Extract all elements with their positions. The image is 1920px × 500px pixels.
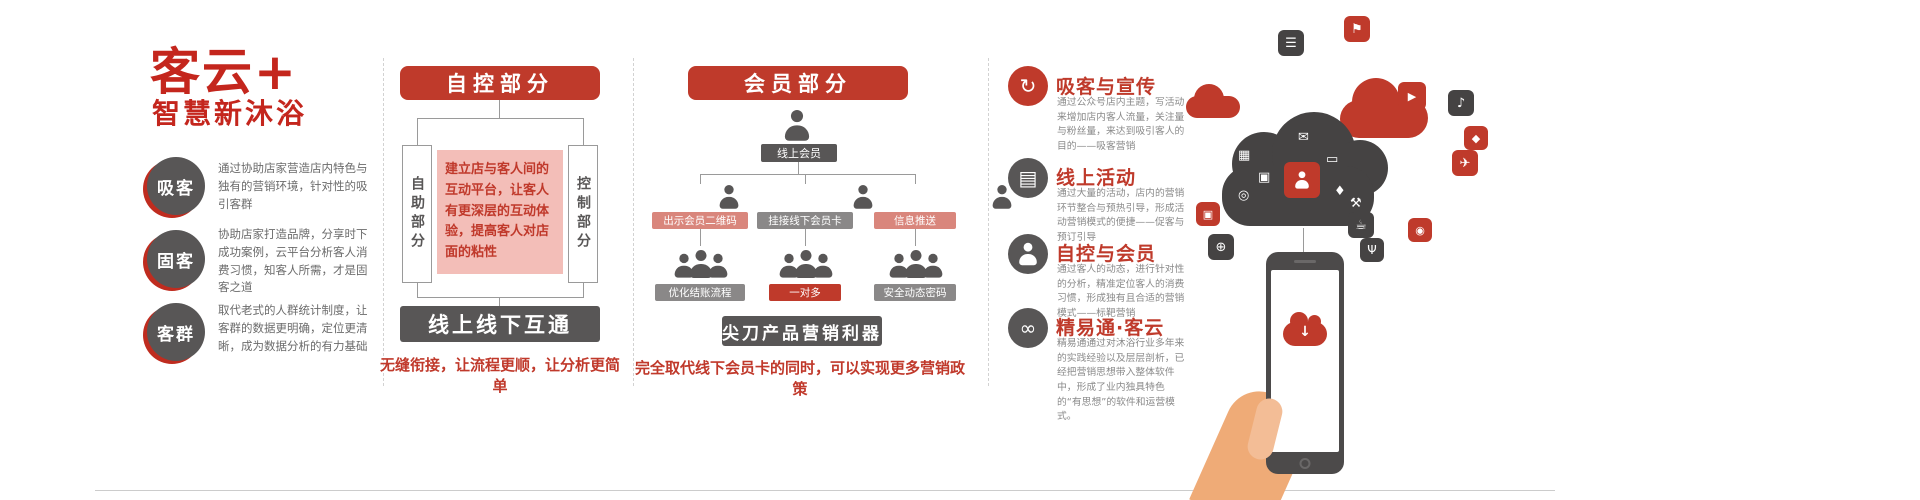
feature-title-jingyitong: 精易通·客云 xyxy=(1056,317,1165,339)
self-control-caption: 无缝衔接，让流程更顺，让分析更简单 xyxy=(380,356,621,395)
music-icon: ♪ xyxy=(1448,90,1474,116)
feature-title-attract: 吸客与宣传 xyxy=(1056,76,1157,98)
wrench-icon: ⚒ xyxy=(1350,196,1362,211)
member-person-icon xyxy=(992,185,1012,209)
people-group-icon xyxy=(777,250,835,278)
separator-line xyxy=(383,58,384,386)
feature-title-activity: 线上活动 xyxy=(1056,167,1137,189)
signal-icon: ◉ xyxy=(1408,218,1432,242)
self-service-box: 自助部分 xyxy=(402,145,432,283)
sync-icon: ↻ xyxy=(1008,66,1048,106)
flag-icon: ⚑ xyxy=(1344,16,1370,42)
briefcase-icon: ▣ xyxy=(1258,170,1271,185)
sub-one-to-many-label: 一对多 xyxy=(769,284,841,301)
control-part-box: 控制部分 xyxy=(568,145,598,283)
basket-icon: ▦ xyxy=(1238,148,1251,163)
brand-logo: 客云+ xyxy=(150,43,298,101)
connector-line xyxy=(915,174,916,184)
connector-line xyxy=(583,118,584,145)
connector-line xyxy=(700,174,915,175)
link-icon: ∞ xyxy=(1008,308,1048,348)
connector-line xyxy=(417,283,418,297)
connector-line xyxy=(805,229,806,246)
sub-checkout-label: 优化结账流程 xyxy=(655,284,745,301)
feature-text-activity: 通过大量的活动，店内的营销环节整合与预热引导，形成活动营销模式的便捷——促客与预… xyxy=(1057,188,1185,244)
mail-icon: ✉ xyxy=(1298,130,1309,145)
interaction-platform-text: 建立店与客人间的互动平台，让客人有更深层的互动体验，提高客人对店面的粘性 xyxy=(437,150,563,274)
audience-badge-retain: 固客 xyxy=(147,230,205,288)
smartphone: ↓ xyxy=(1266,252,1344,474)
connector-line xyxy=(700,229,701,246)
online-member-label: 线上会员 xyxy=(761,144,837,162)
search-icon: ◎ xyxy=(1238,188,1250,203)
separator-line xyxy=(633,58,634,386)
online-member-person-icon xyxy=(784,110,810,141)
car-icon: ◆ xyxy=(1464,126,1488,150)
book-icon: ☰ xyxy=(1278,30,1304,56)
card-icon: ▭ xyxy=(1326,152,1339,167)
connector-line xyxy=(805,174,806,184)
branch-card-label: 挂接线下会员卡 xyxy=(757,212,853,229)
cloud-download-icon: ↓ xyxy=(1283,312,1327,346)
audience-badge-attract: 吸客 xyxy=(147,157,205,215)
feature-text-attract: 通过公众号店内主题，写活动来增加店内客人流量，关注量与粉丝量，来达到吸引客人的目… xyxy=(1057,97,1185,153)
member-person-icon xyxy=(853,185,873,209)
audience-badge-group: 客群 xyxy=(147,303,205,361)
connector-line xyxy=(499,100,500,118)
globe-icon: ⊕ xyxy=(1208,234,1234,260)
audience-text-attract: 通过协助店家营造店内特色与独有的营销环境，针对性的吸引客群 xyxy=(218,161,368,211)
connector-line xyxy=(798,162,799,174)
branch-push-label: 信息推送 xyxy=(874,212,956,229)
connector-line xyxy=(417,118,418,145)
member-caption: 完全取代线下会员卡的同时，可以实现更多营销政策 xyxy=(634,359,965,398)
red-cloud-small xyxy=(1186,96,1240,118)
connector-line xyxy=(1303,228,1304,254)
fork-icon: Ψ xyxy=(1360,238,1384,262)
connector-line xyxy=(915,229,916,246)
camera-icon: ▣ xyxy=(1196,202,1220,226)
play-icon: ▶ xyxy=(1398,82,1426,110)
bottom-divider xyxy=(95,490,1555,491)
plane-icon: ✈ xyxy=(1452,150,1478,176)
people-group-icon xyxy=(672,250,730,278)
phone-screen: ↓ xyxy=(1271,270,1339,452)
marketing-weapon-box: 尖刀产品营销利器 xyxy=(722,316,882,346)
connector-line xyxy=(417,297,584,298)
connector-line xyxy=(417,118,584,119)
self-control-header: 自控部分 xyxy=(400,66,600,100)
coffee-icon: ☕ xyxy=(1348,212,1374,238)
phone-home-button xyxy=(1299,458,1311,469)
pin-icon: ♦ xyxy=(1334,184,1346,199)
separator-line xyxy=(988,58,989,386)
activity-list-icon: ▤ xyxy=(1008,158,1048,198)
people-group-icon xyxy=(887,250,945,278)
audience-text-retain: 协助店家打造品牌，分享时下成功案例，云平台分析客人消费习惯，知客人所需，才是固客… xyxy=(218,227,368,295)
connector-line xyxy=(583,283,584,297)
branch-qrcode-label: 出示会员二维码 xyxy=(652,212,748,229)
member-person-icon xyxy=(719,185,739,209)
member-header: 会员部分 xyxy=(688,66,908,100)
feature-text-control: 通过客人的动态，进行针对性的分析，精准定位客人的消费习惯，形成独有且合适的营销模… xyxy=(1057,264,1185,320)
member-user-icon xyxy=(1008,234,1048,274)
feature-title-control: 自控与会员 xyxy=(1056,243,1157,265)
online-offline-box: 线上线下互通 xyxy=(400,306,600,342)
feature-text-jingyitong: 精易通通过对沐浴行业多年来的实践经验以及层层剖析，已经把营销思想带入整体软件中，… xyxy=(1057,338,1185,423)
sub-password-label: 安全动态密码 xyxy=(874,284,956,301)
audience-text-group: 取代老式的人群统计制度，让客群的数据更明确，定位更清晰，成为数据分析的有力基础 xyxy=(218,303,368,353)
brand-tagline: 智慧新沐浴 xyxy=(152,97,308,130)
phone-speaker xyxy=(1294,260,1316,263)
download-arrow-icon: ↓ xyxy=(1299,324,1311,340)
share-person-icon xyxy=(1284,162,1320,198)
connector-line xyxy=(700,174,701,184)
connector-line xyxy=(499,297,500,306)
